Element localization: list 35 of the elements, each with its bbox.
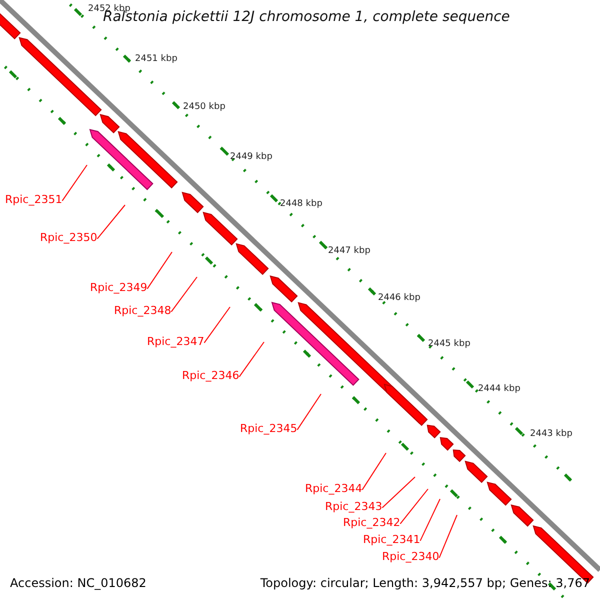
scale-label: 2449 kbp: [230, 152, 272, 163]
gene-label: Rpic_2342: [343, 516, 400, 529]
scale-label: 2447 kbp: [328, 246, 370, 257]
leader-line: [362, 452, 386, 490]
scale-label: 2444 kbp: [478, 384, 520, 395]
leader-line: [204, 306, 230, 344]
gene-label: Rpic_2351: [5, 193, 62, 206]
sequence-info-text: Topology: circular; Length: 3,942,557 bp; Genes: 3,767: [260, 576, 590, 590]
gene-label: Rpic_2343: [325, 500, 382, 513]
gene-label: Rpic_2348: [114, 304, 172, 317]
gene-label: Rpic_2344: [305, 482, 362, 495]
leader-line: [420, 498, 440, 542]
leader-line: [382, 476, 416, 508]
scale-label: 2445 kbp: [428, 339, 470, 350]
gene-label: Rpic_2345: [240, 422, 298, 435]
gene-label: Rpic_2341: [363, 533, 420, 546]
leader-line: [96, 204, 126, 240]
gene-label: Rpic_2349: [90, 281, 148, 294]
scale-label: 2446 kbp: [378, 293, 420, 304]
gene-label: Rpic_2347: [147, 335, 204, 348]
gene-label: Rpic_2350: [40, 231, 98, 244]
leader-line: [62, 164, 88, 202]
scale-label: 2448 kbp: [280, 199, 322, 210]
leader-line: [296, 394, 322, 430]
scale-label: 2443 kbp: [530, 429, 572, 440]
gene-label: Rpic_2346: [182, 369, 240, 382]
accession-text: Accession: NC_010682: [10, 576, 146, 590]
leader-line: [170, 276, 198, 312]
scale-label: 2450 kbp: [183, 102, 226, 113]
leader-line: [438, 514, 458, 558]
leader-line: [146, 252, 172, 290]
leader-line: [400, 488, 428, 524]
scale-label: 2451 kbp: [135, 54, 178, 65]
leader-line: [238, 342, 264, 378]
gene-label: Rpic_2340: [382, 550, 440, 563]
